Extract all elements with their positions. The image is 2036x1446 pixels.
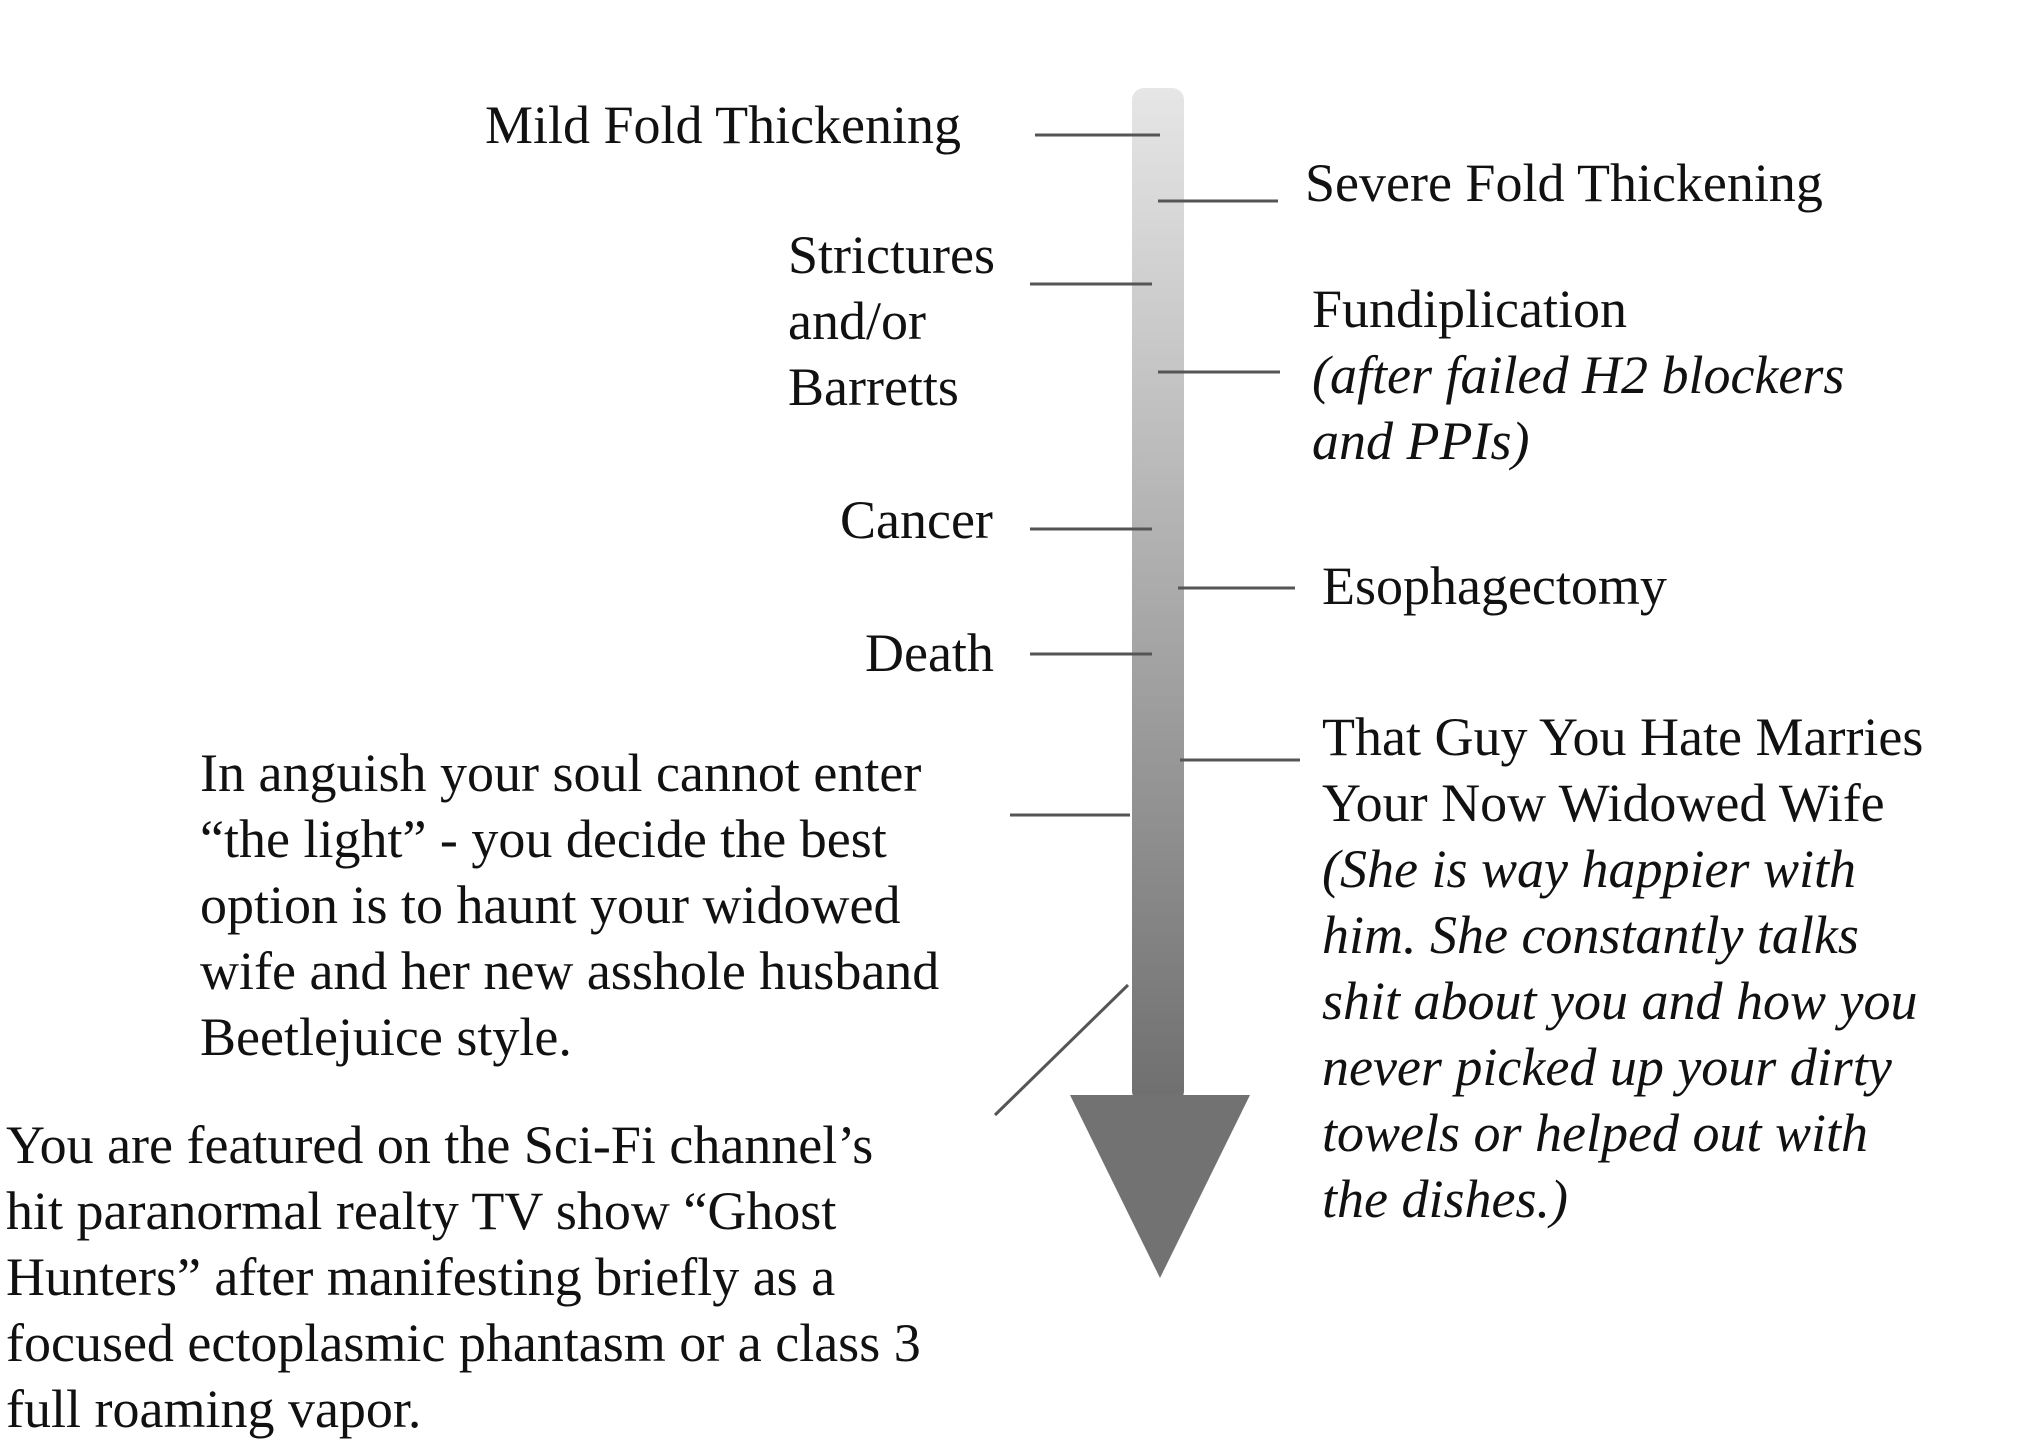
anguish-line-1: In anguish your soul cannot enter [200, 743, 922, 803]
ghost-hunters-line-2: hit paranormal realty TV show “Ghost [6, 1181, 837, 1241]
label-esophagectomy: Esophagectomy [1322, 556, 1667, 616]
ghost-hunters-line-5: full roaming vapor. [6, 1379, 422, 1439]
fundiplication-note-line-1: (after failed H2 blockers [1312, 345, 1845, 405]
fundiplication-note-line-2: and PPIs) [1312, 411, 1530, 471]
label-fundiplication: Fundiplication (after failed H2 blockers… [1312, 276, 1844, 474]
ghost-hunters-line-1: You are featured on the Sci-Fi channel’s [6, 1115, 874, 1175]
strictures-line-3: Barretts [788, 357, 959, 417]
leader-lines [993, 133, 1300, 1117]
that-guy-note-line-2: him. She constantly talks [1322, 905, 1859, 965]
downward-arrow [1070, 88, 1250, 1278]
ghost-hunters-line-4: focused ectoplasmic phantasm or a class … [6, 1313, 921, 1373]
anguish-line-5: Beetlejuice style. [200, 1007, 572, 1067]
that-guy-note-line-6: the dishes.) [1322, 1169, 1568, 1229]
label-that-guy: That Guy You Hate Marries Your Now Widow… [1322, 704, 1923, 1232]
that-guy-note-line-1: (She is way happier with [1322, 839, 1856, 899]
label-death: Death [865, 623, 994, 683]
label-strictures-barretts: Strictures and/or Barretts [788, 222, 995, 420]
arrow-head [1070, 1095, 1250, 1278]
arrow-shaft [1132, 88, 1184, 1103]
that-guy-note-line-3: shit about you and how you [1322, 971, 1918, 1031]
label-ghost-hunters: You are featured on the Sci-Fi channel’s… [6, 1112, 921, 1442]
strictures-line-1: Strictures [788, 225, 995, 285]
anguish-line-4: wife and her new asshole husband [200, 941, 940, 1001]
that-guy-title-line-1: That Guy You Hate Marries [1322, 707, 1924, 767]
that-guy-note-line-4: never picked up your dirty [1322, 1037, 1892, 1097]
label-severe-fold-thickening: Severe Fold Thickening [1305, 153, 1823, 213]
strictures-line-2: and/or [788, 291, 926, 351]
ghost-hunters-line-3: Hunters” after manifesting briefly as a [6, 1247, 836, 1307]
that-guy-title-line-2: Your Now Widowed Wife [1322, 773, 1885, 833]
that-guy-note-line-5: towels or helped out with [1322, 1103, 1868, 1163]
fundiplication-title: Fundiplication [1312, 279, 1627, 339]
label-anguish: In anguish your soul cannot enter “the l… [200, 740, 939, 1070]
label-cancer: Cancer [840, 490, 993, 550]
anguish-line-2: “the light” - you decide the best [200, 809, 887, 869]
leader-ghost-hunters [993, 983, 1130, 1117]
anguish-line-3: option is to haunt your widowed [200, 875, 901, 935]
label-mild-fold-thickening: Mild Fold Thickening [485, 95, 962, 155]
